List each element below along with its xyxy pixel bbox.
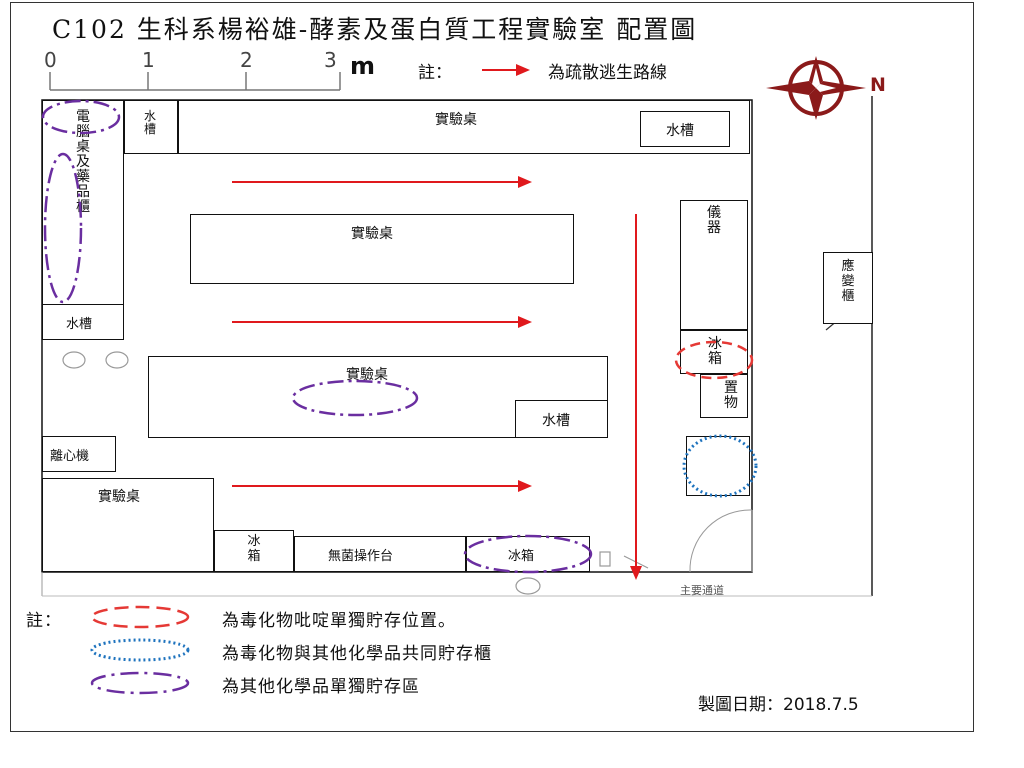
instrument-label: 儀器 <box>707 205 721 236</box>
scale-tick-2: 2 <box>240 48 253 72</box>
centrifuge <box>42 436 116 472</box>
sink-lower-label: 水槽 <box>542 413 570 429</box>
lab-bench-lower-label: 實驗桌 <box>346 367 388 383</box>
fridge-bottom <box>214 530 294 572</box>
lab-bench-bottom-left-label: 實驗桌 <box>98 489 140 505</box>
legend-item-purple: 為其他化學品單獨貯存區 <box>222 677 420 697</box>
diagram-frame <box>10 2 974 732</box>
drawing-date-value: 2018.7.5 <box>783 695 859 715</box>
drawing-date: 製圖日期：2018.7.5 <box>698 690 859 715</box>
lab-bench-middle <box>190 214 574 284</box>
compass-n-label: N <box>870 74 886 96</box>
sink-lower <box>515 400 608 438</box>
drawing-date-label: 製圖日期： <box>698 695 783 715</box>
lab-bench-top-label: 實驗桌 <box>435 112 477 128</box>
sink-top-right-label: 水槽 <box>666 123 694 139</box>
storage-shelf <box>700 374 748 418</box>
scale-unit: m <box>350 52 376 80</box>
note-route-text: 為疏散逃生路線 <box>548 63 667 83</box>
fridge-bottom-label: 冰箱 <box>247 534 261 564</box>
storage-label: 置物 <box>724 380 738 411</box>
emergency-cabinet <box>823 252 873 324</box>
note-prefix: 註： <box>418 63 452 83</box>
scale-tick-3: 3 <box>324 48 337 72</box>
centrifuge-label: 離心機 <box>50 449 90 464</box>
scale-tick-0: 0 <box>44 48 57 72</box>
legend-item-red: 為毒化物吡啶單獨貯存位置。 <box>222 611 456 631</box>
legend-item-blue: 為毒化物與其他化學品共同貯存櫃 <box>222 644 492 664</box>
lab-bench-bottom-left <box>42 478 214 572</box>
sink-left <box>42 304 124 340</box>
sterile-workbench-label: 無菌操作台 <box>328 549 394 564</box>
page-title: C102 生科系楊裕雄-酵素及蛋白質工程實驗室 配置圖 <box>52 15 698 44</box>
sink-left-label: 水槽 <box>66 317 93 332</box>
pc-desk-label: 電腦桌及藥品櫃 <box>76 109 90 215</box>
fridge-right-label: 冰箱 <box>708 336 722 367</box>
corridor-label: 主要通道 <box>680 584 724 597</box>
emergency-cabinet-label: 應變櫃 <box>841 259 855 304</box>
sink-top-left <box>124 100 178 154</box>
instrument-cabinet <box>680 200 748 330</box>
legend-prefix: 註： <box>26 611 62 631</box>
lab-bench-middle-label: 實驗桌 <box>351 226 393 242</box>
fridge-bottom-2-label: 冰箱 <box>508 549 535 564</box>
sink-top-left-label: 水槽 <box>143 109 156 136</box>
shared-chemical-cabinet <box>686 436 750 496</box>
sterile-workbench <box>294 536 466 572</box>
sink-top-right <box>640 111 730 147</box>
scale-tick-1: 1 <box>142 48 155 72</box>
